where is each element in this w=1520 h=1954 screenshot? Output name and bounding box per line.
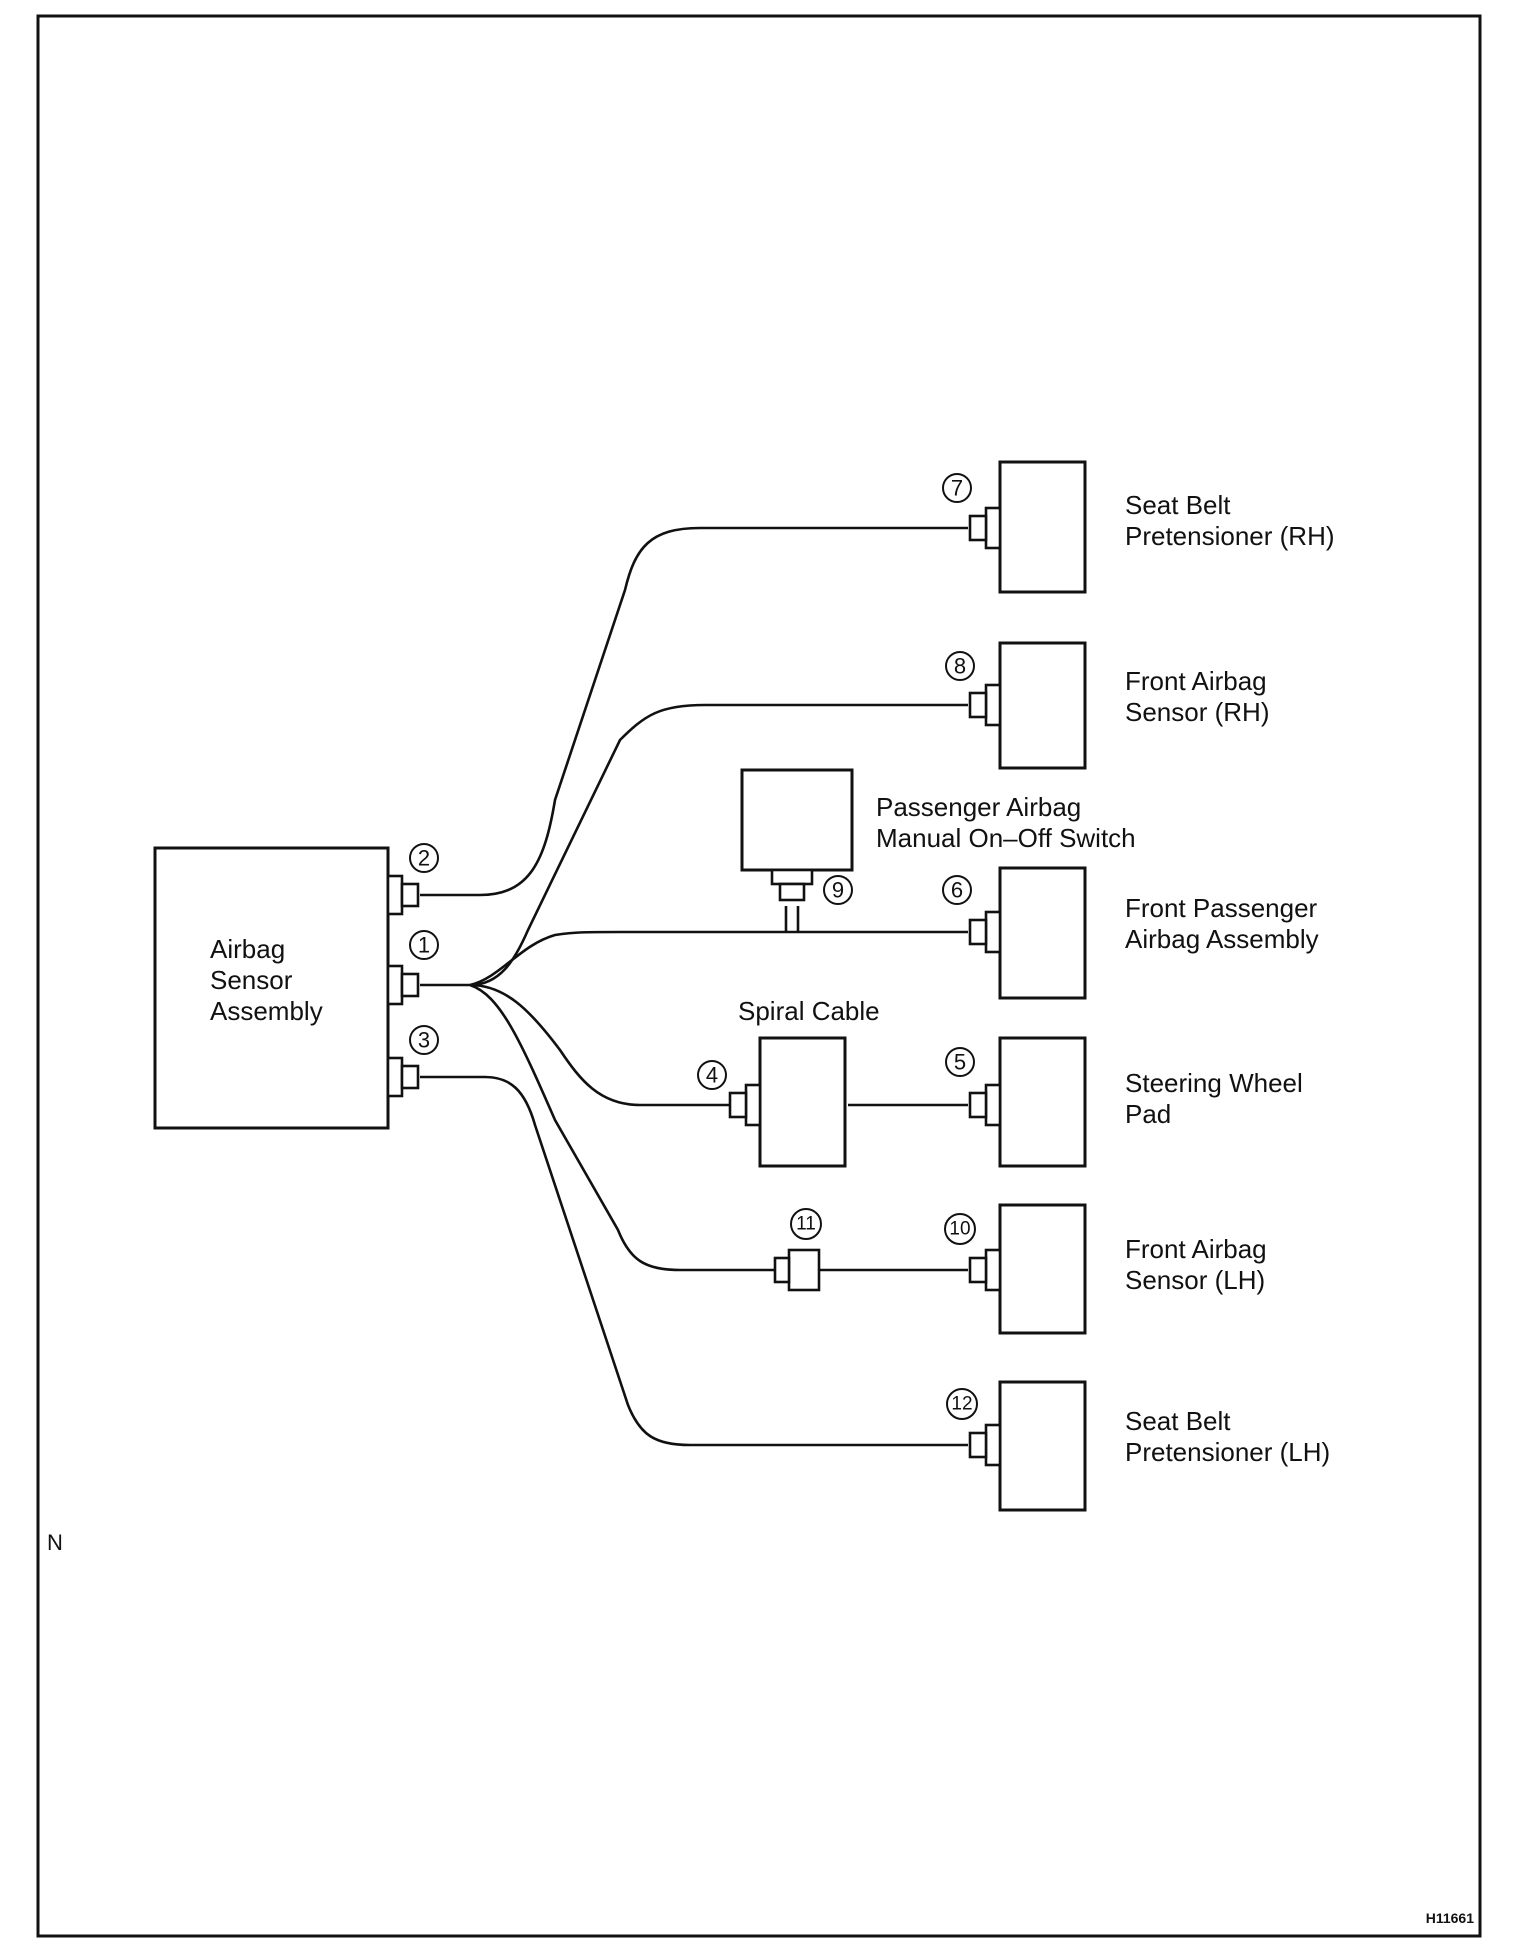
svg-text:5: 5: [954, 1050, 966, 1075]
callout-4: 4: [697, 1060, 727, 1090]
connector-6-body: [984, 910, 1002, 954]
svg-text:4: 4: [706, 1063, 718, 1088]
front-sensor-lh-box: [998, 1203, 1087, 1335]
svg-text:2: 2: [418, 846, 430, 871]
callout-5: 5: [945, 1047, 975, 1077]
svg-text:10: 10: [949, 1219, 970, 1240]
side-mark: N: [47, 1530, 63, 1555]
front-passenger-airbag-box: [998, 866, 1087, 1000]
front-passenger-airbag-label-line2: Airbag Assembly: [1125, 924, 1319, 954]
page-frame: [36, 14, 1482, 1938]
connector-12-body: [984, 1423, 1002, 1467]
seat-belt-pretensioner-lh: Seat Belt Pretensioner (LH): [968, 1380, 1330, 1512]
figure-code: H11661: [1426, 1910, 1474, 1926]
connector-10-plug: [968, 1256, 988, 1284]
front-sensor-rh-box: [998, 641, 1087, 770]
front-airbag-sensor-rh: Front Airbag Sensor (RH): [968, 641, 1269, 770]
steering-wheel-pad-box: [998, 1036, 1087, 1168]
callout-12: 12: [946, 1388, 978, 1420]
callout-6: 6: [942, 875, 972, 905]
svg-text:11: 11: [796, 1214, 816, 1235]
wiring-harness: [420, 526, 968, 1447]
callout-1: 1: [409, 930, 439, 960]
connector-8-plug: [968, 691, 988, 719]
connector-3: [386, 1056, 420, 1098]
front-airbag-sensor-lh: Front Airbag Sensor (LH): [968, 1203, 1267, 1335]
steering-wheel-pad: Steering Wheel Pad: [968, 1036, 1303, 1168]
front-sensor-rh-label-line1: Front Airbag: [1125, 666, 1267, 696]
spiral-cable: Spiral Cable: [728, 996, 880, 1168]
svg-text:3: 3: [418, 1028, 430, 1053]
connector-4-plug: [728, 1091, 748, 1119]
svg-text:9: 9: [832, 878, 844, 903]
wire-1-to-4: [469, 983, 730, 1107]
front-passenger-airbag-label-line1: Front Passenger: [1125, 893, 1318, 923]
passenger-switch-label-line2: Manual On–Off Switch: [876, 823, 1136, 853]
connector-5-plug: [968, 1091, 988, 1119]
spiral-cable-box: [758, 1036, 847, 1168]
connector-number-callouts: 2 1 3 7 8 9 6 4: [409, 473, 978, 1420]
connector-4-body: [744, 1083, 762, 1127]
callout-2: 2: [409, 843, 439, 873]
airbag-sensor-label-line3: Assembly: [210, 996, 323, 1026]
connector-2: [386, 874, 420, 916]
wire-1-to-11: [469, 983, 775, 1272]
spiral-cable-label: Spiral Cable: [738, 996, 880, 1026]
connector-9-plug: [778, 882, 806, 902]
svg-text:12: 12: [951, 1394, 972, 1415]
wire-1-to-8: [420, 703, 968, 987]
callout-3: 3: [409, 1025, 439, 1055]
callout-9: 9: [823, 875, 853, 905]
passenger-airbag-manual-switch: Passenger Airbag Manual On–Off Switch: [740, 768, 1136, 902]
connector-11-plug: [773, 1256, 791, 1284]
airbag-sensor-label-line1: Airbag: [210, 934, 285, 964]
airbag-sensor-label-line2: Sensor: [210, 965, 293, 995]
seat-belt-rh-label-line1: Seat Belt: [1125, 490, 1231, 520]
seat-belt-lh-label-line2: Pretensioner (LH): [1125, 1437, 1330, 1467]
connector-6-plug: [968, 918, 988, 946]
front-passenger-airbag-assembly: Front Passenger Airbag Assembly: [968, 866, 1319, 1000]
seat-belt-rh-box: [998, 460, 1087, 594]
passenger-switch-label-line1: Passenger Airbag: [876, 792, 1081, 822]
steering-wheel-pad-label-line2: Pad: [1125, 1099, 1171, 1129]
front-sensor-rh-label-line2: Sensor (RH): [1125, 697, 1269, 727]
airbag-sensor-assembly: Airbag Sensor Assembly: [153, 846, 420, 1130]
front-sensor-lh-label-line2: Sensor (LH): [1125, 1265, 1265, 1295]
passenger-switch-box: [740, 768, 854, 872]
connector-9-body: [770, 868, 814, 886]
callout-7: 7: [942, 473, 972, 503]
connector-11-inline: [773, 1248, 821, 1292]
steering-wheel-pad-label-line1: Steering Wheel: [1125, 1068, 1303, 1098]
connector-1: [386, 964, 420, 1006]
wire-3-to-12: [420, 1075, 968, 1447]
seat-belt-lh-box: [998, 1380, 1087, 1512]
wire-2-to-7: [420, 526, 968, 897]
callout-11: 11: [790, 1208, 822, 1240]
svg-text:6: 6: [951, 878, 963, 903]
connector-12-plug: [968, 1431, 988, 1459]
front-sensor-lh-label-line1: Front Airbag: [1125, 1234, 1267, 1264]
svg-text:1: 1: [418, 933, 430, 958]
callout-8: 8: [945, 651, 975, 681]
connector-8-body: [984, 683, 1002, 727]
connector-5-body: [984, 1083, 1002, 1127]
connector-10-body: [984, 1248, 1002, 1292]
callout-10: 10: [944, 1213, 976, 1245]
connector-7-plug: [968, 514, 988, 542]
connector-11-body: [787, 1248, 821, 1292]
airbag-sensor-box: [153, 846, 390, 1130]
svg-text:8: 8: [954, 654, 966, 679]
svg-text:7: 7: [951, 476, 963, 501]
seat-belt-lh-label-line1: Seat Belt: [1125, 1406, 1231, 1436]
connector-7-body: [984, 506, 1002, 550]
seat-belt-pretensioner-rh: Seat Belt Pretensioner (RH): [968, 460, 1335, 594]
wire-1-to-6: [469, 930, 968, 987]
seat-belt-rh-label-line2: Pretensioner (RH): [1125, 521, 1335, 551]
